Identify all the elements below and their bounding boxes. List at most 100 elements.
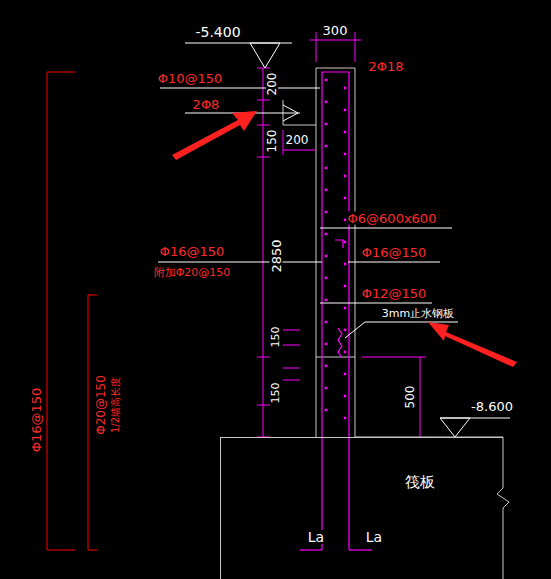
level-symbol [250, 43, 280, 68]
rebar-dot [344, 329, 347, 332]
rebar-dot [344, 351, 347, 354]
rebar-dot [325, 123, 328, 126]
dimension-line [257, 157, 270, 158]
dimension-text: 200 [266, 72, 278, 97]
leader-line [158, 262, 322, 263]
rebar-dot [344, 395, 347, 398]
leader-line [283, 105, 298, 121]
dimension-line [420, 357, 421, 437]
dimension-text: 150 [270, 326, 281, 349]
rebar [338, 328, 342, 358]
rebar [322, 72, 349, 550]
rebar-note: Φ16@150 [159, 245, 226, 258]
rebar-note: Φ12@150 [361, 287, 428, 300]
leader-line [158, 88, 458, 338]
rebar-length-bracket [47, 72, 75, 550]
rebar-dot [344, 197, 347, 200]
rebar-dot [325, 145, 328, 148]
dimension-line [257, 357, 270, 358]
leader-line [365, 322, 458, 323]
rebar-dot [325, 189, 328, 192]
rebar-dot [325, 387, 328, 390]
rebar [335, 240, 343, 248]
dimension-line [362, 357, 426, 358]
dimension-line [316, 32, 317, 62]
dimension-text: La [307, 530, 325, 544]
dimension-text: 3mm止水钢板 [381, 308, 455, 319]
rebar-note: Φ16@150 [30, 387, 43, 454]
dimension-text: -5.400 [194, 25, 241, 39]
rebar-note: 1/2墙高长度 [111, 376, 121, 434]
rebar-note: Φ10@150 [157, 72, 224, 85]
rebar-dot [325, 277, 328, 280]
rebar [300, 549, 322, 550]
rebar-note: 附加Φ20@150 [153, 267, 232, 278]
rebar-dot [344, 373, 347, 376]
rebar-dot [325, 299, 328, 302]
dimension-line [355, 32, 356, 62]
rebar-dot [344, 417, 347, 420]
dimension-line [263, 68, 264, 437]
rebar-dot [344, 175, 347, 178]
leader-line [320, 228, 452, 229]
wall-outline [316, 68, 317, 437]
rebar-dot [325, 255, 328, 258]
dimension-line [257, 405, 270, 406]
leader-line [160, 88, 320, 89]
dimension-line [257, 100, 270, 101]
slab-name: 筏板 [405, 473, 435, 492]
rebar-dot [325, 409, 328, 412]
rebar [349, 549, 372, 550]
rebar-dot [325, 101, 328, 104]
dimension-line [283, 380, 300, 381]
callout-arrow [172, 111, 517, 367]
rebar-dot [344, 87, 347, 90]
dimension-line [283, 345, 300, 346]
rebar-dot [344, 131, 347, 134]
rebar-note: Φ6@600x600 [347, 212, 438, 225]
raft-slab: 筏板 [220, 437, 503, 579]
rebar-dot [344, 109, 347, 112]
wall-outline [283, 125, 316, 126]
rebar-note: Φ16@150 [361, 246, 428, 259]
ground-line [355, 437, 509, 579]
rebar-dot [325, 211, 328, 214]
dimension-text: 500 [404, 385, 416, 410]
dimension-text: -8.600 [470, 400, 514, 413]
callout-arrow [428, 322, 517, 367]
rebar-dot [344, 285, 347, 288]
dimension-line [257, 125, 270, 126]
rebar-dot [325, 365, 328, 368]
dimension-text: 200 [285, 134, 310, 146]
rebar-dot [344, 153, 347, 156]
rebar-dot [325, 167, 328, 170]
dimension-line [283, 330, 300, 331]
rebar-dot [325, 233, 328, 236]
rebar-dot [325, 321, 328, 324]
rebar-dot [325, 79, 328, 82]
level-symbol [440, 418, 470, 437]
rebar-dot [325, 79, 347, 420]
dimension-text: 150 [266, 129, 278, 154]
rebar-dot [325, 343, 328, 346]
dimension-line [283, 368, 300, 369]
level-symbol [185, 43, 510, 437]
dimension-line [283, 130, 284, 155]
dimension-text: 2850 [270, 238, 283, 273]
callout-arrow [172, 111, 257, 160]
dimension-line [257, 68, 270, 69]
rebar-dot [344, 307, 347, 310]
rebar-dot [344, 263, 347, 266]
rebar-note: 2Φ18 [367, 60, 404, 73]
dimension-line [283, 150, 316, 151]
dimension-text: 150 [270, 382, 281, 405]
leader-line [348, 262, 440, 263]
wall-outline [316, 68, 355, 69]
wall-outline [283, 68, 355, 437]
dimension-line [310, 40, 361, 41]
rebar-note: Φ20@150 [95, 374, 107, 436]
rebar [300, 72, 372, 550]
leader-line [345, 322, 365, 338]
rebar-length-bracket [47, 72, 97, 550]
rebar-dot [344, 241, 347, 244]
